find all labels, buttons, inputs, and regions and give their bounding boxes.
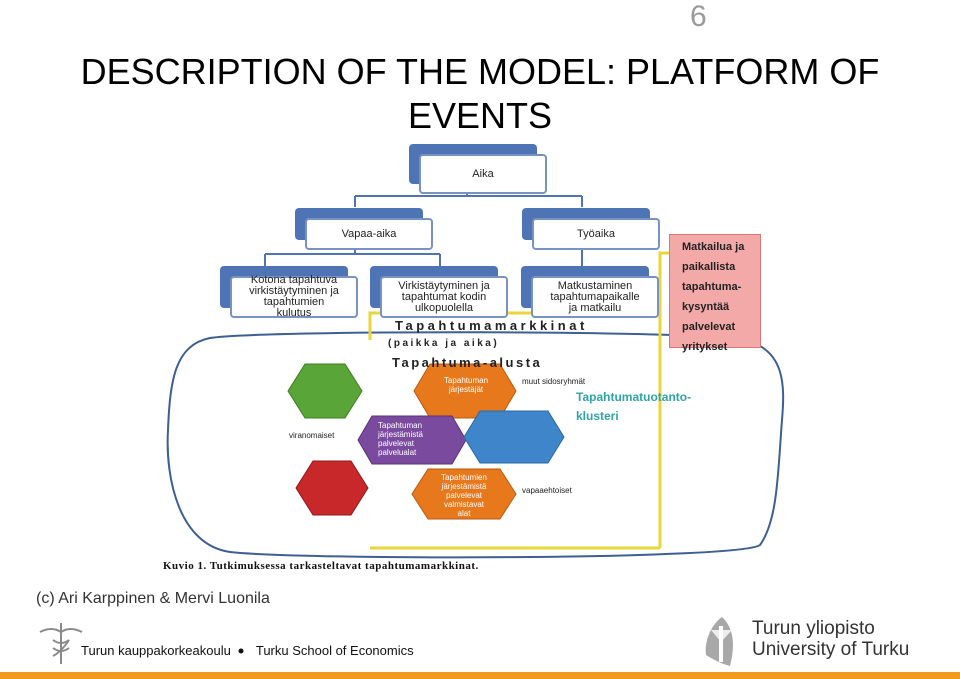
footer-school-fi: Turun kauppakorkeakoulu xyxy=(81,643,231,658)
platform-outline xyxy=(166,331,785,559)
label-alusta: Tapahtuma-alusta xyxy=(392,355,543,370)
figure-caption: Kuvio 1. Tutkimuksessa tarkasteltavat ta… xyxy=(163,560,479,572)
slide-title: DESCRIPTION OF THE MODEL: PLATFORM OF EV… xyxy=(0,50,960,138)
box-kotona: Kotona tapahtuva virkistäytyminen ja tap… xyxy=(230,274,358,319)
pink-box-line-2: paikallista xyxy=(682,261,736,273)
box-tyoaika: Työaika xyxy=(532,218,660,250)
label-tuotanto-line-1: Tapahtumatuotanto- xyxy=(576,390,692,404)
hexagon-green xyxy=(287,363,363,419)
label-vapaaehtoiset: vapaaehtoiset xyxy=(522,486,572,495)
hex-label-manufacturing: Tapahtumien järjestämistä palvelevat val… xyxy=(414,473,514,518)
services-line-2: järjestämistä xyxy=(378,430,423,439)
box-aika: Aika xyxy=(419,154,547,194)
box-matkustaminen-line-3: ja matkailu xyxy=(568,301,622,314)
hexagon-blue xyxy=(463,410,565,464)
box-virkistaytyminen-line-1: Virkistäytyminen ja xyxy=(398,279,490,292)
university-seal-icon xyxy=(705,617,733,666)
box-vapaa-aika: Vapaa-aika xyxy=(305,218,433,250)
box-matkustaminen: Matkustaminen tapahtumapaikalle ja matka… xyxy=(531,276,659,318)
box-kotona-line-2: virkistäytyminen ja xyxy=(249,285,339,297)
university-name-en: University of Turku xyxy=(752,639,910,660)
box-virkistaytyminen-line-2: tapahtumat kodin xyxy=(401,290,487,303)
organizers-line-1: Tapahtuman xyxy=(443,376,489,385)
manufacturing-line-4: valmistavat xyxy=(443,500,484,509)
pink-box-companies: Matkailua ja paikallista tapahtuma- kysy… xyxy=(669,234,761,353)
label-markkinat: Tapahtumamarkkinat xyxy=(395,318,588,333)
footer-school-en: Turku School of Economics xyxy=(255,643,414,658)
pink-box-line-6: yritykset xyxy=(682,341,728,353)
footer-bullet xyxy=(238,648,244,654)
box-kotona-line-4: kulutus xyxy=(276,307,312,319)
manufacturing-line-2: järjestämistä xyxy=(441,482,487,491)
label-paikka-aika: (paikka ja aika) xyxy=(388,338,500,349)
services-line-3: palvelevat xyxy=(378,439,415,448)
footer-bar xyxy=(0,672,960,679)
label-muut-sidosryhmat: muut sidosryhmät xyxy=(522,377,586,386)
slide-number: 6 xyxy=(690,0,707,33)
hexagon-red xyxy=(295,460,369,516)
box-matkustaminen-line-2: tapahtumapaikalle xyxy=(550,290,640,303)
title-line-2: EVENTS xyxy=(407,95,553,136)
box-virkistaytyminen-line-3: ulkopuolella xyxy=(414,301,474,314)
hexagon-purple-services xyxy=(357,415,467,465)
label-viranomaiset: viranomaiset xyxy=(289,431,335,440)
organizers-line-2: järjestäjät xyxy=(448,385,484,394)
services-line-1: Tapahtuman xyxy=(378,421,423,430)
hex-label-organizers: Tapahtuman järjestäjät xyxy=(416,376,516,394)
manufacturing-line-5: alat xyxy=(457,509,471,518)
pink-box-line-4: kysyntää xyxy=(682,301,730,313)
caduceus-icon xyxy=(39,623,83,664)
pink-box-line-1: Matkailua ja xyxy=(682,241,745,253)
footer-school: Turun kauppakorkeakoulu Turku School of … xyxy=(81,643,414,658)
author-credit: (c) Ari Karppinen & Mervi Luonila xyxy=(36,590,270,607)
title-line-1: DESCRIPTION OF THE MODEL: PLATFORM OF xyxy=(80,51,880,92)
box-virkistaytyminen: Virkistäytyminen ja tapahtumat kodin ulk… xyxy=(380,276,508,318)
university-name-fi: Turun yliopisto xyxy=(752,618,875,639)
university-name: Turun yliopisto University of Turku xyxy=(752,618,909,660)
pink-box-line-3: tapahtuma- xyxy=(682,281,742,293)
tree-connectors xyxy=(264,180,583,266)
services-line-4: palvelualat xyxy=(378,448,417,457)
manufacturing-line-3: palvelevat xyxy=(445,491,483,500)
hex-label-services: Tapahtuman järjestämistä palvelevat palv… xyxy=(358,421,458,457)
box-kotona-line-1: Kotona tapahtuva xyxy=(250,274,338,286)
pink-box-line-5: palvelevat xyxy=(682,321,736,333)
box-kotona-line-3: tapahtumien xyxy=(263,296,325,308)
label-tuotanto-line-2: klusteri xyxy=(576,409,619,423)
hexagon-orange-manufacturing xyxy=(411,468,517,520)
box-matkustaminen-line-1: Matkustaminen xyxy=(557,279,633,292)
manufacturing-line-1: Tapahtumien xyxy=(441,473,487,482)
